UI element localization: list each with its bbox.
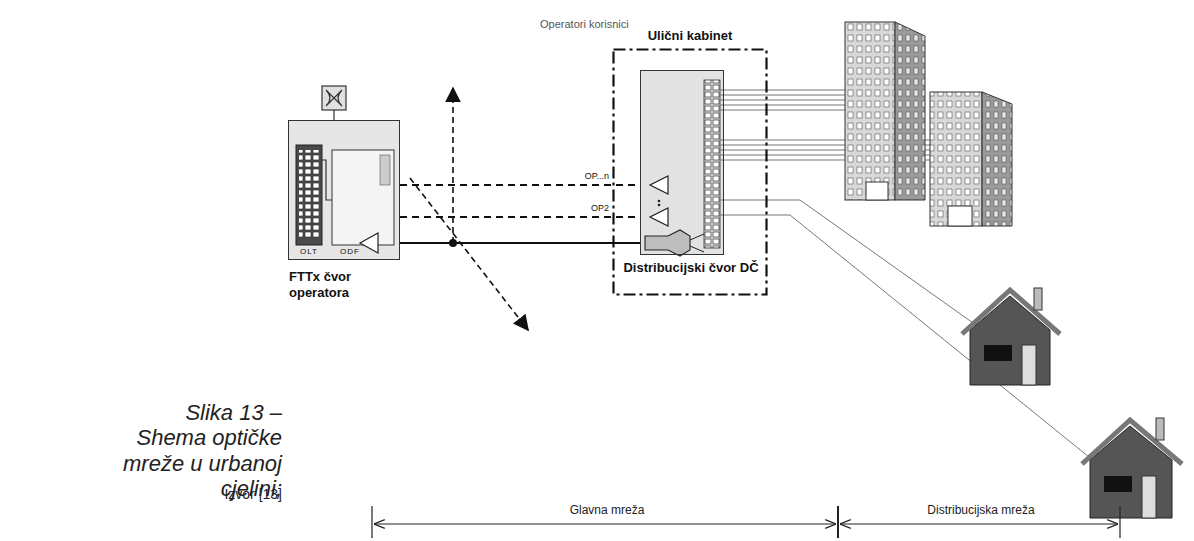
dashed-fiber-link <box>400 184 640 186</box>
dimension-label: Glavna mreža <box>568 503 647 517</box>
direction-arrows <box>410 88 528 330</box>
cabinet-outline <box>612 48 768 296</box>
dimension-label: Distribucijska mreža <box>925 503 1036 517</box>
buildings <box>845 22 1012 226</box>
fiber-link <box>400 242 640 244</box>
distribution-node: Distribucijski čvor DČ <box>640 70 724 255</box>
operator-node: FTTx čvor operatora <box>288 120 400 260</box>
distribution-equipment <box>640 70 724 256</box>
houses <box>962 288 1182 518</box>
section-label: Operatori korisnici <box>540 18 629 30</box>
link-label: OP...n <box>560 171 610 181</box>
street-cabinet: Ulični kabinetDistribucijski čvor DČ <box>612 48 768 296</box>
dashed-fiber-link <box>400 216 640 218</box>
node-heading: Ulični kabinet <box>612 28 768 44</box>
node-heading: Distribucijski čvor DČ <box>617 260 765 276</box>
link-label: OP2 <box>560 203 610 213</box>
node-heading: FTTx čvor operatora <box>289 269 411 300</box>
figure-caption: Slika 13 – Shema optičke mreže u urbanoj… <box>112 400 282 501</box>
equipment-label: ODF <box>340 247 360 256</box>
equipment-label: OLT <box>300 247 318 256</box>
olt-odf-equipment <box>288 120 400 260</box>
